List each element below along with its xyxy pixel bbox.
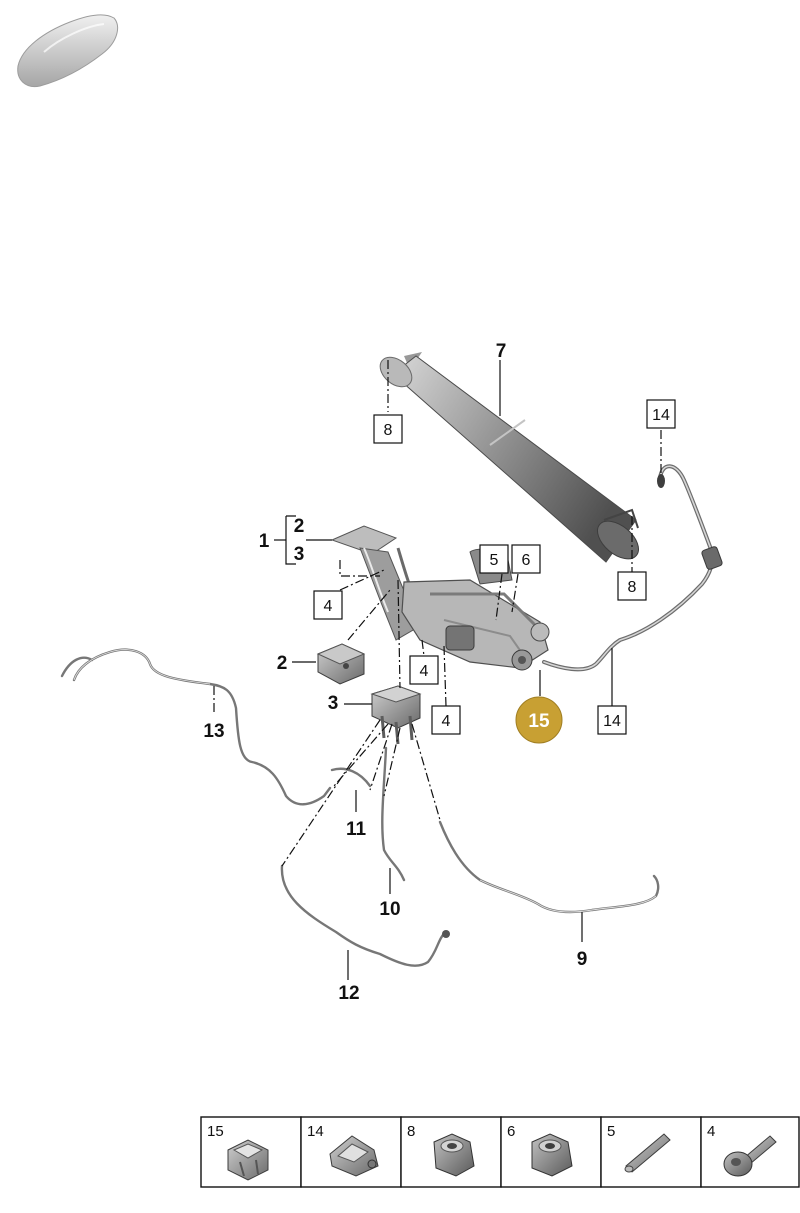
line-13 bbox=[60, 648, 332, 806]
legend-label-2: 14 bbox=[307, 1123, 324, 1140]
legend-cell-6[interactable] bbox=[700, 1116, 800, 1188]
box-4-left: 4 bbox=[313, 590, 343, 620]
callout-10: 10 bbox=[379, 899, 400, 920]
callout-7: 7 bbox=[496, 341, 507, 362]
box-14-top: 14 bbox=[646, 399, 676, 429]
line-11 bbox=[330, 767, 372, 788]
callout-12: 12 bbox=[338, 983, 359, 1004]
line-9 bbox=[438, 820, 660, 914]
box-14-bottom: 14 bbox=[597, 705, 627, 735]
callout-13: 13 bbox=[203, 721, 224, 742]
callout-3: 3 bbox=[328, 693, 339, 714]
highlight-badge-label: 15 bbox=[528, 711, 550, 732]
box-14-top-label: 14 bbox=[652, 407, 670, 424]
callout-2: 2 bbox=[277, 653, 288, 674]
box-14-bottom-label: 14 bbox=[603, 713, 621, 730]
screw-icon bbox=[723, 1135, 777, 1177]
pressure-sensor bbox=[316, 643, 366, 685]
callout-3-group: 3 bbox=[294, 544, 305, 565]
callout-2-group: 2 bbox=[294, 516, 305, 537]
line-10 bbox=[381, 746, 406, 882]
box-6-label: 6 bbox=[522, 552, 531, 569]
leader-lines bbox=[213, 360, 662, 980]
pin-icon bbox=[624, 1133, 671, 1173]
box-8-right: 8 bbox=[617, 571, 647, 601]
box-8-right-label: 8 bbox=[628, 579, 637, 596]
car-thumbnail-icon bbox=[17, 14, 118, 88]
box-4-mid: 4 bbox=[409, 655, 439, 685]
legend-label-6: 4 bbox=[707, 1123, 715, 1140]
line-12 bbox=[280, 864, 450, 967]
legend-label-1: 15 bbox=[207, 1123, 224, 1140]
box-5-label: 5 bbox=[490, 552, 499, 569]
parts-legend: 15 14 8 6 5 4 bbox=[200, 1116, 800, 1188]
callout-1: 1 bbox=[259, 531, 270, 552]
box-8-top: 8 bbox=[373, 414, 403, 444]
legend-label-4: 6 bbox=[507, 1123, 515, 1140]
mounting-bracket bbox=[330, 525, 550, 671]
valve-block bbox=[370, 685, 422, 745]
box-4-mid-label: 4 bbox=[420, 663, 429, 680]
box-5: 5 bbox=[479, 544, 509, 574]
legend-label-3: 8 bbox=[407, 1123, 415, 1140]
charcoal-canister bbox=[379, 352, 639, 563]
callout-9: 9 bbox=[577, 949, 588, 970]
legend-label-5: 5 bbox=[607, 1123, 615, 1140]
box-4-low: 4 bbox=[431, 705, 461, 735]
vent-pipe-upper bbox=[542, 464, 723, 672]
box-6: 6 bbox=[511, 544, 541, 574]
callout-11: 11 bbox=[346, 819, 367, 840]
box-4-left-label: 4 bbox=[324, 598, 333, 615]
highlight-badge-15[interactable]: 15 bbox=[515, 696, 563, 744]
box-4-low-label: 4 bbox=[442, 713, 451, 730]
nut-flange-icon bbox=[531, 1133, 573, 1177]
holder-icon bbox=[329, 1135, 379, 1177]
box-8-top-label: 8 bbox=[384, 422, 393, 439]
clip-icon bbox=[227, 1139, 269, 1181]
nut-icon bbox=[433, 1133, 475, 1177]
